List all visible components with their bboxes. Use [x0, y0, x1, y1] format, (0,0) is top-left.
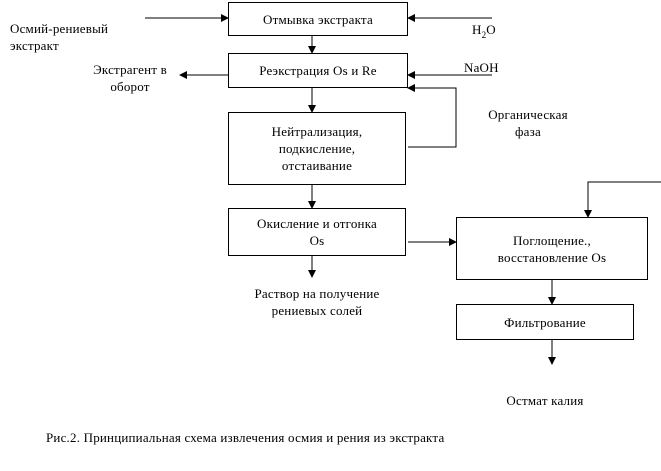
label-input-extract-line2: экстракт — [10, 38, 59, 53]
label-water-h: H — [472, 22, 482, 37]
label-input-extract-line1: Осмий-рениевый — [10, 21, 109, 36]
label-organic-line1: Органическая — [488, 107, 568, 122]
box-washing-label: Отмывка экстракта — [263, 11, 373, 27]
label-water: H2O — [472, 21, 496, 40]
box-filtration-label: Фильтрование — [504, 314, 586, 330]
figure-caption-text: Рис.2. Принципиальная схема извлечения о… — [46, 430, 445, 445]
label-rhenium-solution: Раствор на получение рениевых солей — [232, 285, 402, 319]
box-neutralization: Нейтрализация, подкисление, отстаивание — [228, 112, 406, 185]
label-water-o: O — [486, 22, 496, 37]
label-input-extract: Осмий-рениевый экстракт — [10, 20, 108, 54]
box-absorption-line2: восстановление Os — [497, 249, 607, 265]
label-potassium-osmate: Остмат калия — [480, 392, 610, 409]
box-reextraction: Реэкстрация Os и Re — [228, 53, 408, 88]
label-extractant-line2: оборот — [110, 79, 150, 94]
box-reextraction-label: Реэкстрация Os и Re — [259, 63, 377, 78]
label-osmate-text: Остмат калия — [506, 393, 584, 408]
label-naoh: NaOH — [464, 59, 499, 76]
label-extractant-line1: Экстрагент в — [93, 62, 167, 77]
box-oxidation-line2: Os — [309, 233, 325, 248]
label-organic-phase: Органическая фаза — [480, 106, 576, 140]
arrow-organic-phase-loop — [407, 84, 457, 148]
label-rhenium-line2: рениевых солей — [271, 303, 363, 318]
label-naoh-text: NaOH — [464, 60, 499, 75]
box-oxidation-line1: Окисление и отгонка — [257, 216, 377, 231]
box-neutralization-line2: подкисление, — [278, 141, 356, 156]
box-neutralization-line1: Нейтрализация, — [271, 124, 363, 139]
box-oxidation: Окисление и отгонка Os — [228, 208, 406, 256]
label-organic-line2: фаза — [515, 124, 541, 139]
label-extractant-return: Экстрагент в оборот — [80, 61, 180, 95]
box-filtration: Фильтрование — [456, 304, 634, 340]
figure-caption: Рис.2. Принципиальная схема извлечения о… — [46, 429, 444, 446]
box-absorption-line1: Поглощение., — [513, 232, 591, 248]
box-absorption: Поглощение., восстановление Os — [456, 217, 648, 280]
label-rhenium-line1: Раствор на получение — [254, 286, 380, 301]
box-neutralization-line3: отстаивание — [281, 158, 353, 173]
box-washing: Отмывка экстракта — [228, 2, 408, 36]
label-water-subscript: 2 — [481, 30, 487, 40]
arrow-external-to-absorption — [584, 181, 661, 218]
